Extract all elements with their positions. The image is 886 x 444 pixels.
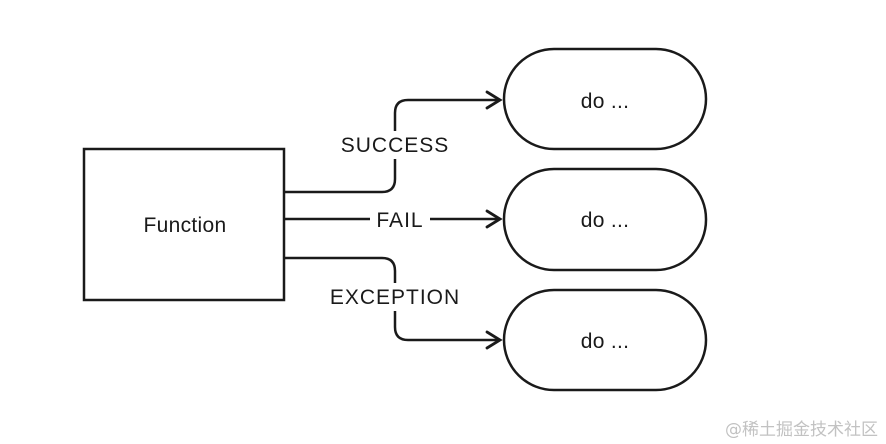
success-label-bg [333,131,457,159]
fail-arrowhead [485,209,503,229]
fail-label-bg [370,206,430,234]
exception-label: EXCEPTION [322,283,468,311]
fail-target-label: do ... [581,209,630,232]
watermark-text: @稀土掘金技术社区 [725,420,878,440]
fail-label: FAIL [370,206,430,234]
success-arrowhead [485,90,503,110]
exception-target-pill [502,288,708,392]
exception-label-text: EXCEPTION [330,286,460,309]
fail-target-node: do ... [502,167,708,272]
exception-target-label: do ... [581,330,630,353]
success-target-label: do ... [581,90,630,113]
success-target-node: do ... [502,47,708,151]
function-node-box [82,147,286,302]
function-node-label: Function [144,214,227,237]
success-label: SUCCESS [333,131,457,159]
exception-target-node: do ... [502,288,708,392]
success-target-pill [502,47,708,151]
fail-label-text: FAIL [376,209,423,232]
exception-arrowhead [485,330,503,350]
fail-target-pill [502,167,708,272]
function-node: Function [82,147,286,302]
exception-label-bg [322,283,468,311]
success-label-text: SUCCESS [341,134,450,157]
